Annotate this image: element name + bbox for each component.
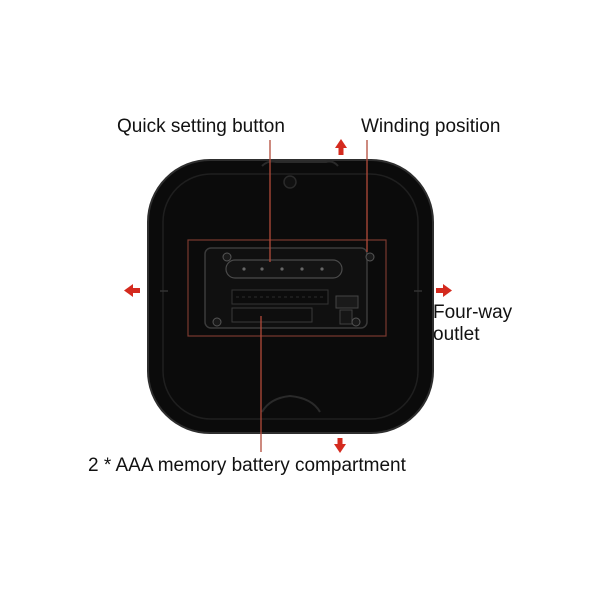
four-way-outlet-label: Four-way outlet — [433, 302, 512, 346]
quick-setting-button-label: Quick setting button — [117, 116, 285, 137]
setting-dot — [300, 267, 304, 271]
battery-compartment-label: 2 * AAA memory battery compartment — [88, 455, 406, 476]
arrow-right-icon — [436, 284, 452, 297]
movement-frame — [187, 239, 387, 337]
arrow-up-icon — [335, 139, 347, 155]
battery-compartment — [231, 307, 313, 323]
screw-hole-icon — [351, 317, 361, 327]
arrow-down-icon — [334, 438, 346, 453]
screw-hole-icon — [365, 252, 375, 262]
setting-dot — [260, 267, 264, 271]
winding-position-label: Winding position — [361, 116, 501, 137]
arrow-left-icon — [124, 284, 140, 297]
four-way-outlet-line1: Four-way — [433, 302, 513, 323]
screw-hole-icon — [212, 317, 222, 327]
quick-setting-strip — [225, 259, 343, 279]
four-way-outlet-line2: outlet — [433, 324, 480, 345]
setting-dot — [280, 267, 284, 271]
setting-dot — [242, 267, 246, 271]
bottom-notch — [261, 394, 321, 413]
top-hanger-notch — [261, 160, 339, 167]
hanger-hole-icon — [283, 175, 297, 189]
setting-dot — [320, 267, 324, 271]
side-switch-knob — [339, 309, 353, 325]
side-switch — [335, 295, 359, 309]
clock-inner-edge — [162, 173, 419, 420]
screw-hole-icon — [222, 252, 232, 262]
